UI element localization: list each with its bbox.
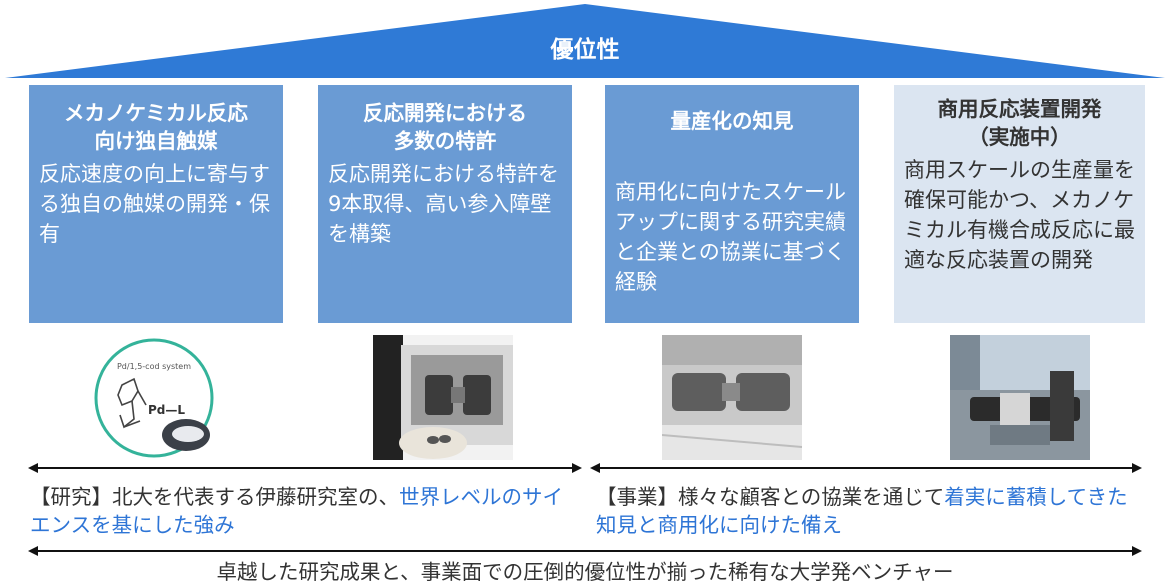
milling-jars-photo bbox=[662, 335, 802, 460]
advantage-card-patents: 反応開発における 多数の特許 反応開発における特許を9本取得、高い参入障壁を構築 bbox=[318, 85, 572, 323]
card-body: 商用化に向けたスケールアップに関する研究実績と企業との協業に基づく経験 bbox=[615, 180, 846, 294]
card-body: 反応速度の向上に寄与する独自の触媒の開発・保有 bbox=[39, 162, 270, 246]
overall-span-arrow bbox=[28, 544, 1142, 558]
card-title: 反応開発における 多数の特許 bbox=[363, 101, 527, 153]
reactor-equipment-photo bbox=[950, 335, 1090, 460]
research-statement: 【研究】北大を代表する伊藤研究室の、世界レベルのサイエンスを基にした強み bbox=[30, 483, 580, 539]
advantage-card-catalyst: メカノケミカル反応 向け独自触媒 反応速度の向上に寄与する独自の触媒の開発・保有 bbox=[29, 85, 283, 323]
business-statement-prefix: 【事業】様々な顧客との協業を通じて bbox=[596, 485, 945, 509]
card-title: 量産化の知見 bbox=[670, 109, 794, 133]
business-statement: 【事業】様々な顧客との協業を通じて着実に蓄積してきた知見と商用化に向けた備え bbox=[596, 483, 1146, 539]
card-body: 商用スケールの生産量を確保可能かつ、メカノケミカル有機合成反応に最適な反応装置の… bbox=[904, 158, 1135, 272]
research-span-arrow bbox=[28, 461, 582, 475]
card-title: メカノケミカル反応 向け独自触媒 bbox=[64, 101, 248, 153]
business-statement-highlight: 着実に蓄積してきた知見と商用化に向けた備え bbox=[596, 485, 1128, 537]
research-statement-prefix: 【研究】北大を代表する伊藤研究室の、 bbox=[30, 485, 399, 509]
roof-shape bbox=[5, 4, 1165, 78]
catalyst-structure-image: Pd/1,5-cod system Pd—L bbox=[84, 335, 224, 460]
research-statement-highlight: 世界レベルのサイエンスを基にした強み bbox=[30, 485, 563, 537]
card-title: 商用反応装置開発 （実施中） bbox=[937, 97, 1102, 149]
catalyst-label: Pd/1,5-cod system bbox=[117, 362, 191, 371]
advantage-card-scaleup: 量産化の知見 商用化に向けたスケールアップに関する研究実績と企業との協業に基づく… bbox=[605, 85, 859, 323]
pd-label: Pd—L bbox=[148, 403, 185, 417]
roof-title: 優位性 bbox=[550, 37, 620, 63]
advantage-card-reactor: 商用反応装置開発 （実施中） 商用スケールの生産量を確保可能かつ、メカノケミカル… bbox=[894, 85, 1145, 323]
business-span-arrow bbox=[590, 461, 1142, 475]
card-body: 反応開発における特許を9本取得、高い参入障壁を構築 bbox=[328, 162, 559, 246]
roof-triangle bbox=[0, 0, 1170, 80]
ball-mill-hands-photo bbox=[373, 335, 513, 460]
conclusion-text: 卓越した研究成果と、事業面での圧倒的優位性が揃った稀有な大学発ベンチャー bbox=[216, 560, 954, 584]
